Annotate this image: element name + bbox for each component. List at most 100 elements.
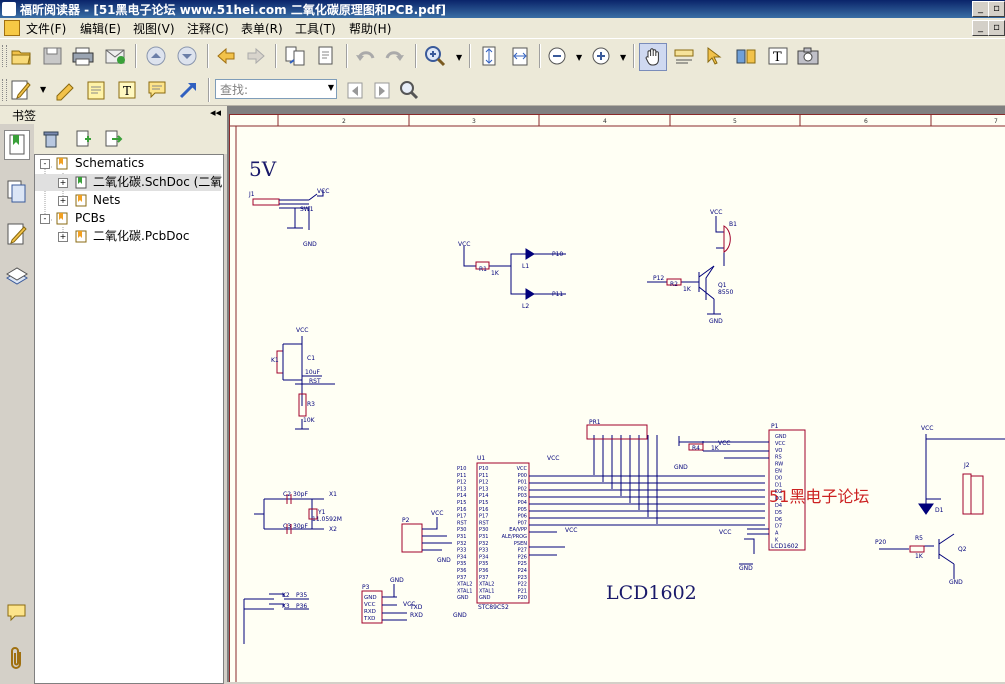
- menu-tools[interactable]: 工具(T): [295, 20, 336, 37]
- lcd-pin: D5: [775, 510, 782, 516]
- forward-icon[interactable]: [243, 43, 269, 69]
- annotations-tab-icon[interactable]: [6, 222, 28, 251]
- tree-expander[interactable]: +: [58, 196, 68, 206]
- snapshot-book-icon[interactable]: [733, 43, 759, 69]
- u1-left-net: GND: [457, 595, 469, 601]
- restore-button[interactable]: ▫: [988, 1, 1005, 17]
- tree-expander[interactable]: +: [58, 232, 68, 242]
- search-input[interactable]: 查找: ▼: [215, 79, 337, 99]
- callout-icon[interactable]: [144, 77, 170, 103]
- page-down-icon[interactable]: [174, 43, 200, 69]
- fit-page-icon[interactable]: [476, 43, 502, 69]
- pages-tab-icon[interactable]: [6, 179, 28, 208]
- zoom-out-circle-icon[interactable]: [544, 43, 570, 69]
- layers-tab-icon[interactable]: [5, 266, 29, 293]
- attachments-tab-icon[interactable]: [8, 646, 26, 675]
- u1-right-pin: P00: [518, 473, 527, 479]
- expand-bookmark-icon[interactable]: [100, 126, 126, 152]
- comments-tab-icon[interactable]: [6, 602, 28, 627]
- fit-width-icon[interactable]: [507, 43, 533, 69]
- lcd-pin: RS: [775, 455, 782, 461]
- extract-page-icon[interactable]: [313, 43, 339, 69]
- text-tool-icon[interactable]: T: [765, 43, 791, 69]
- schematic-title-5v: 5V: [249, 157, 277, 181]
- minimize-button[interactable]: _: [972, 1, 989, 17]
- zoom-dropdown-icon[interactable]: ▼: [456, 53, 462, 62]
- select-arrow-icon[interactable]: [701, 43, 727, 69]
- u1-left-pin: P12: [479, 480, 488, 486]
- u1-right-pin: P27: [518, 548, 527, 554]
- u1-left-net: P11: [457, 473, 466, 479]
- menu-help[interactable]: 帮助(H): [349, 20, 391, 37]
- undo-icon[interactable]: [352, 43, 378, 69]
- tree-item-nets[interactable]: + Nets: [35, 192, 223, 209]
- label-c1-value: 10uF: [305, 369, 320, 376]
- eraser-pencil-icon[interactable]: [52, 77, 78, 103]
- arrow-tool-icon[interactable]: [175, 77, 201, 103]
- ruler-label: 4: [603, 118, 607, 125]
- zoom-in-circle-icon[interactable]: [588, 43, 614, 69]
- typewriter-icon[interactable]: T: [114, 77, 140, 103]
- advanced-search-icon[interactable]: [396, 77, 422, 103]
- label-p20: P20: [875, 539, 886, 546]
- redo-icon[interactable]: [382, 43, 408, 69]
- zoom-in-icon[interactable]: [422, 43, 448, 69]
- tree-item-pcbdoc[interactable]: + 二氧化碳.PcbDoc: [35, 228, 223, 245]
- zoom-out-dropdown-icon[interactable]: ▼: [576, 53, 582, 62]
- note-pad-icon[interactable]: [83, 77, 109, 103]
- find-previous-icon[interactable]: [342, 77, 368, 103]
- u1-left-pin: P37: [479, 575, 488, 581]
- label-lcd-value: LCD1602: [771, 543, 799, 550]
- insert-page-icon[interactable]: [282, 43, 308, 69]
- email-icon[interactable]: [102, 43, 128, 69]
- camera-icon[interactable]: [795, 43, 821, 69]
- u1-left-pin: P34: [479, 554, 488, 560]
- hand-tool-icon[interactable]: [639, 43, 667, 71]
- label-vcc: VCC: [458, 241, 470, 248]
- select-text-icon[interactable]: [671, 43, 697, 69]
- u1-left-net: RST: [457, 520, 468, 526]
- tree-expander[interactable]: +: [58, 178, 68, 188]
- back-icon[interactable]: [213, 43, 239, 69]
- label-rst: RST: [309, 378, 321, 385]
- save-icon[interactable]: [40, 43, 66, 69]
- zoom-in-dropdown-icon[interactable]: ▼: [620, 53, 626, 62]
- pdf-page[interactable]: 2 3 4 5 6 7 5V LCD1602 51黑电子论坛: [229, 114, 1005, 682]
- u1-left-pin: P14: [479, 493, 488, 499]
- pen-dropdown-icon[interactable]: ▼: [40, 85, 46, 94]
- menu-view[interactable]: 视图(V): [133, 20, 175, 37]
- u1-left-pin: P17: [479, 514, 488, 520]
- document-icon[interactable]: [4, 20, 20, 36]
- pen-icon[interactable]: [8, 77, 34, 103]
- label-vcc: VCC: [296, 327, 308, 334]
- page-up-icon[interactable]: [143, 43, 169, 69]
- search-dropdown-icon[interactable]: ▼: [328, 83, 334, 92]
- label-y1: Y1: [317, 509, 326, 516]
- menu-form[interactable]: 表单(R): [241, 20, 283, 37]
- tree-expander[interactable]: -: [40, 159, 50, 169]
- delete-bookmark-icon[interactable]: [38, 126, 64, 152]
- menu-comment[interactable]: 注释(C): [187, 20, 229, 37]
- open-icon[interactable]: [8, 43, 34, 69]
- find-next-icon[interactable]: [369, 77, 395, 103]
- menu-file[interactable]: 文件(F): [26, 20, 66, 37]
- tree-item-schematics[interactable]: - Schematics: [35, 155, 223, 172]
- ruler-label: 5: [733, 118, 737, 125]
- print-icon[interactable]: [70, 43, 96, 69]
- tree-item-pcbs[interactable]: - PCBs: [35, 210, 223, 227]
- collapse-panel-icon[interactable]: ◂◂: [210, 106, 221, 119]
- u1-left-net: P33: [457, 548, 466, 554]
- menu-edit[interactable]: 编辑(E): [80, 20, 121, 37]
- u1-right-pin: P01: [518, 480, 527, 486]
- add-bookmark-icon[interactable]: [70, 126, 96, 152]
- schematic-title-lcd: LCD1602: [606, 582, 697, 604]
- tree-expander[interactable]: -: [40, 214, 50, 224]
- u1-left-pin: GND: [479, 595, 491, 601]
- doc-minimize-button[interactable]: _: [972, 20, 989, 36]
- tree-item-schdoc[interactable]: + 二氧化碳.SchDoc (二氧: [35, 174, 221, 191]
- label-gnd: GND: [390, 577, 404, 584]
- bookmark-tab-icon[interactable]: [4, 130, 30, 160]
- doc-restore-button[interactable]: ▫: [988, 20, 1005, 36]
- u1-left-pin: P13: [479, 486, 488, 492]
- tree-item-label: Nets: [93, 192, 120, 209]
